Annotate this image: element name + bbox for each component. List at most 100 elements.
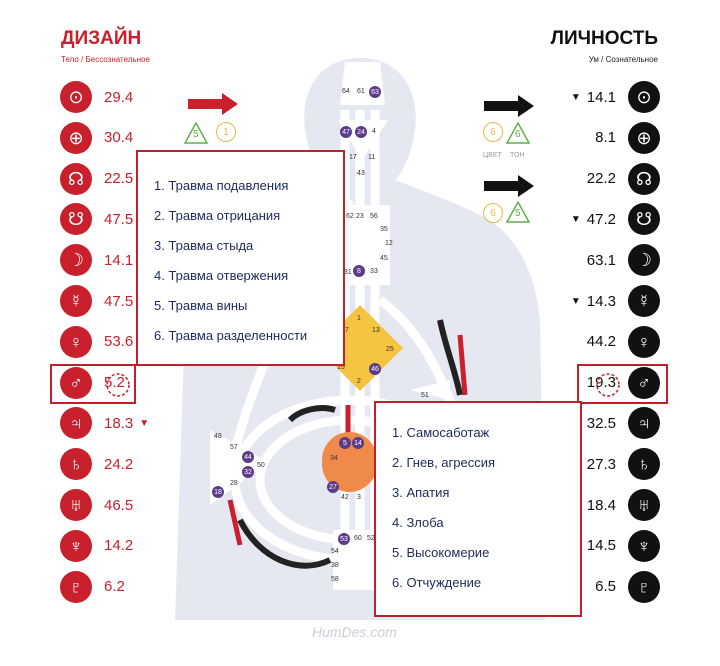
gate-54: 54 bbox=[331, 548, 339, 555]
gate-60: 60 bbox=[354, 535, 362, 542]
personality-planet-row[interactable]: 32.5 ♃ bbox=[586, 407, 660, 440]
south-node-icon: ☋ bbox=[628, 203, 660, 236]
personality-planet-value: 18.4 bbox=[586, 496, 616, 514]
neptune-icon: ♆ bbox=[60, 529, 92, 562]
personality-planet-row[interactable]: 22.2☊ bbox=[587, 162, 660, 195]
personality-planet-value: 47.2 bbox=[586, 210, 616, 228]
pluto-icon: ♇ bbox=[628, 570, 660, 603]
design-planet-row[interactable]: ♀53.6 bbox=[60, 325, 134, 358]
design-planet-value: 22.5 bbox=[104, 170, 134, 188]
gate-56: 56 bbox=[370, 213, 378, 220]
personality-planet-row[interactable]: 8.1⊕ bbox=[595, 121, 660, 154]
gate-8: 8 bbox=[353, 265, 365, 277]
personality-planet-row[interactable]: 18.4♅ bbox=[586, 489, 660, 521]
design-planet-row[interactable]: ♇6.2 bbox=[60, 570, 125, 603]
design-planet-value: 53.6 bbox=[104, 333, 134, 351]
design-planet-row[interactable]: ☽14.1 bbox=[60, 244, 133, 277]
north-node-icon: ☊ bbox=[60, 162, 92, 195]
watermark: HumDes.com bbox=[312, 624, 397, 640]
earth-icon: ⊕ bbox=[60, 121, 92, 154]
earth-icon: ⊕ bbox=[628, 121, 660, 154]
personality-arrow-icon-2 bbox=[484, 175, 534, 197]
design-planet-row[interactable]: ♄24.2 bbox=[60, 448, 133, 481]
spleen-center bbox=[210, 430, 268, 505]
mercury-icon: ☿ bbox=[60, 285, 92, 317]
personality-planet-row[interactable]: 14.5♆ bbox=[586, 529, 660, 562]
design-planet-value: 29.4 bbox=[104, 88, 134, 106]
personality-planet-value: 32.5 bbox=[586, 414, 616, 432]
design-planet-value: 47.5 bbox=[104, 210, 134, 228]
variable-triangle-value-2: 5 bbox=[515, 208, 521, 219]
heart-center bbox=[410, 380, 450, 400]
saturn-icon: ♄ bbox=[628, 448, 660, 481]
gate-28: 28 bbox=[230, 480, 238, 487]
gate-1: 1 bbox=[357, 315, 361, 322]
gate-17: 17 bbox=[349, 154, 357, 161]
gate-45: 45 bbox=[380, 255, 388, 262]
jupiter-icon: ♃ bbox=[628, 407, 660, 440]
personality-planet-row[interactable]: ▼14.3☿ bbox=[571, 285, 660, 317]
gate-23: 23 bbox=[356, 213, 364, 220]
gate-4: 4 bbox=[372, 128, 376, 135]
reaction-item: 5. Высокомерие bbox=[392, 545, 490, 560]
gate-43: 43 bbox=[357, 170, 365, 177]
personality-mars-highlight bbox=[577, 364, 668, 404]
pluto-icon: ♇ bbox=[60, 570, 92, 603]
personality-planet-row[interactable]: 27.3 ♄ bbox=[586, 448, 660, 481]
reaction-popup: 1. Самосаботаж 2. Гнев, агрессия 3. Апат… bbox=[374, 401, 582, 617]
personality-title: ЛИЧНОСТЬ bbox=[550, 28, 658, 49]
saturn-icon: ♄ bbox=[60, 448, 92, 481]
moon-icon: ☽ bbox=[60, 244, 92, 277]
gate-24: 24 bbox=[355, 126, 367, 138]
design-planet-row[interactable]: ⊕30.4 bbox=[60, 121, 133, 154]
design-planet-row[interactable]: ☋47.5 bbox=[60, 203, 134, 236]
personality-subtitle: Ум / Сознательное bbox=[588, 55, 658, 64]
design-planet-row[interactable]: ♃18.3▼ bbox=[60, 407, 149, 440]
personality-planet-row[interactable]: 63.1☽ bbox=[586, 244, 660, 277]
reaction-item: 2. Гнев, агрессия bbox=[392, 455, 496, 470]
design-planet-row[interactable]: ☊ 22.5 bbox=[60, 162, 134, 195]
gate-5: 5 bbox=[339, 437, 351, 449]
gate-14: 14 bbox=[352, 437, 364, 449]
design-mars-highlight bbox=[50, 364, 136, 404]
gate-35: 35 bbox=[380, 226, 388, 233]
gate-52: 52 bbox=[367, 535, 375, 542]
design-arrow-icon bbox=[188, 93, 238, 115]
gate-47: 47 bbox=[340, 126, 352, 138]
design-planet-row[interactable]: ♆14.2 bbox=[60, 529, 133, 562]
gate-57: 57 bbox=[230, 444, 238, 451]
personality-planet-value: 27.3 bbox=[586, 455, 616, 473]
gate-3: 3 bbox=[357, 494, 361, 501]
trauma-item: 4. Травма отвержения bbox=[154, 268, 289, 283]
personality-planet-value: 14.5 bbox=[586, 537, 616, 555]
trauma-popup: 1. Травма подавления 2. Травма отрицания… bbox=[136, 150, 345, 366]
personality-planet-row[interactable]: 44.2♀ bbox=[587, 325, 660, 358]
gate-51: 51 bbox=[421, 392, 429, 399]
personality-planet-value: 63.1 bbox=[586, 251, 616, 269]
tone-triangle-value: 6 bbox=[515, 129, 521, 140]
head-center bbox=[340, 62, 385, 105]
north-node-icon: ☊ bbox=[628, 162, 660, 195]
trauma-item: 6. Травма разделенности bbox=[154, 328, 308, 343]
design-planet-row[interactable]: ⊙29.4 bbox=[60, 81, 134, 113]
personality-planet-row[interactable]: 19.3♂ bbox=[587, 366, 660, 399]
gate-32: 32 bbox=[242, 466, 254, 478]
gate-53: 53 bbox=[338, 533, 350, 545]
design-planet-row[interactable]: ☿47.5 bbox=[60, 285, 133, 317]
design-planet-value: 46.5 bbox=[104, 496, 134, 514]
gate-18: 18 bbox=[212, 486, 224, 498]
personality-mars-line-circle bbox=[596, 373, 620, 397]
exalted-marker-icon: ▼ bbox=[570, 91, 581, 103]
gate-44: 44 bbox=[242, 451, 254, 463]
tone-caption: ТОН bbox=[510, 152, 525, 159]
gate-7: 7 bbox=[345, 327, 349, 334]
personality-planet-row[interactable]: 6.5♇ bbox=[595, 570, 660, 603]
gate-38: 38 bbox=[331, 562, 339, 569]
personality-planet-row[interactable]: ▼14.1⊙ bbox=[570, 81, 660, 113]
design-subtitle: Тело / Бессознательное bbox=[61, 55, 150, 64]
design-planet-row[interactable]: ♅ 46.5 bbox=[60, 489, 134, 521]
gate-62: 62 bbox=[346, 213, 354, 220]
exalted-marker-icon: ▼ bbox=[570, 213, 581, 225]
uranus-icon: ♅ bbox=[60, 489, 92, 521]
personality-planet-row[interactable]: ▼ 47.2 ☋ bbox=[570, 203, 660, 236]
